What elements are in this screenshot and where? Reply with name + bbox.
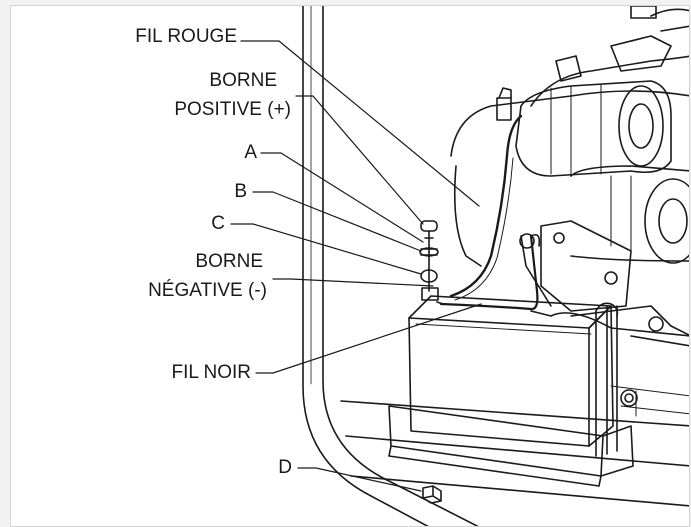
negative-terminal	[420, 269, 438, 283]
starter-motor	[515, 80, 672, 177]
leader-a	[260, 152, 424, 243]
leader-d	[297, 467, 422, 492]
label-c: C	[211, 213, 225, 234]
battery-hold-down	[595, 305, 618, 457]
leader-c	[230, 223, 422, 275]
frame-tube-inner	[322, 6, 479, 526]
positive-terminal	[420, 220, 438, 232]
label-d: D	[278, 457, 292, 478]
frame-tube-outer	[302, 6, 429, 526]
label-b: B	[234, 181, 247, 202]
battery-body	[408, 317, 590, 447]
engine-top-parts	[555, 8, 689, 82]
label-fil-rouge: FIL ROUGE	[135, 26, 237, 47]
engine-cylinder	[570, 165, 689, 262]
nut-d	[422, 485, 442, 504]
label-fil-noir: FIL NOIR	[171, 362, 251, 383]
leader-borne-positive	[295, 95, 424, 225]
diagram-frame: FIL ROUGE BORNE POSITIVE (+) A B C BORNE…	[10, 5, 690, 527]
black-wire	[439, 234, 539, 311]
leader-fil-noir	[255, 303, 482, 374]
generator-drawing	[230, 6, 689, 526]
label-borne-negative-line2: NÉGATIVE (-)	[148, 280, 267, 301]
engine-bracket	[540, 220, 632, 312]
label-borne-negative-line1: BORNE	[195, 251, 263, 272]
label-borne-positive-line2: POSITIVE (+)	[174, 99, 291, 120]
label-borne-positive-line1: BORNE	[209, 70, 277, 91]
leader-b	[252, 191, 422, 252]
leader-fil-rouge	[240, 40, 480, 207]
mount-bracket	[520, 233, 552, 307]
battery-tray	[388, 405, 604, 477]
engine-housing	[450, 90, 689, 337]
base-rail	[340, 400, 689, 507]
label-a: A	[244, 142, 257, 163]
red-wire	[449, 114, 523, 298]
leader-borne-negative	[272, 278, 434, 287]
